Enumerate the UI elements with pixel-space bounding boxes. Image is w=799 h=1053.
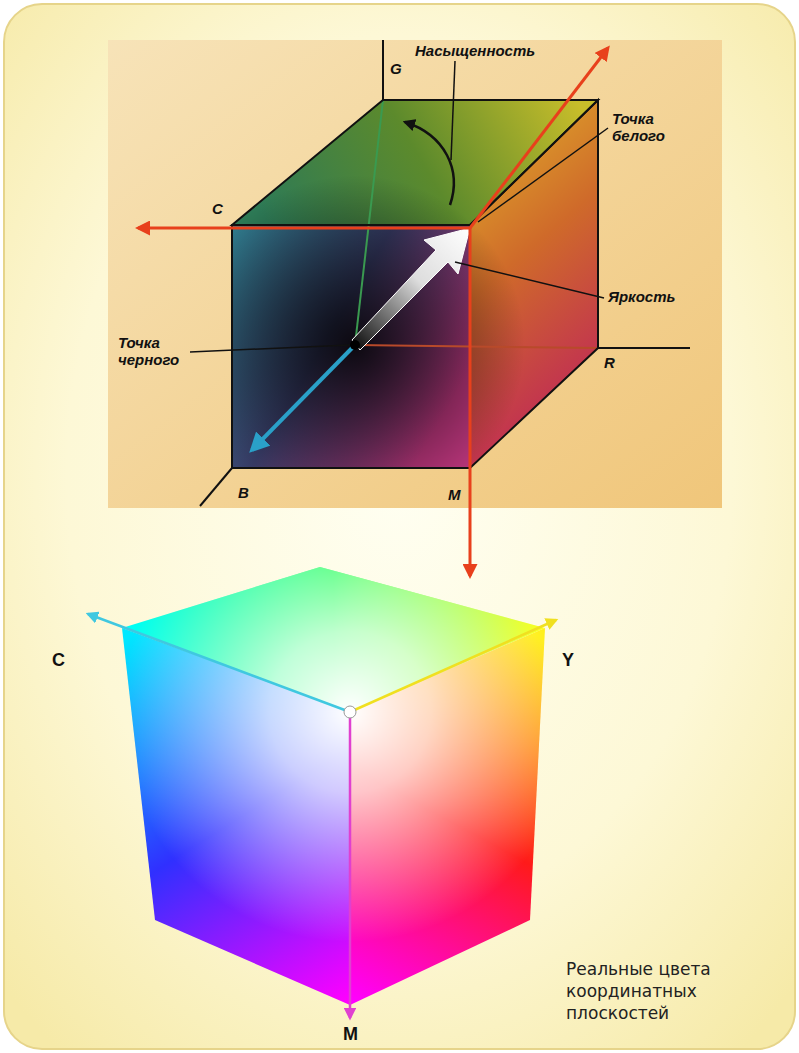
point-caption: Точка черного: [118, 334, 188, 369]
axis-letter: R: [604, 354, 615, 371]
point-caption: Точка белого: [612, 110, 674, 145]
axis-letter: Y: [562, 650, 574, 671]
axis-caption: Насыщенность: [415, 42, 535, 59]
axis-letter: C: [212, 200, 223, 217]
axis-letter: G: [390, 60, 402, 77]
axis-caption: Яркость: [608, 288, 675, 305]
axis-letter: M: [343, 1024, 358, 1045]
axis-letter: B: [238, 484, 249, 501]
axis-letter: M: [448, 486, 461, 503]
caption-note: Реальные цвета координатных плоскостей: [566, 958, 726, 1024]
axis-letter: C: [52, 650, 65, 671]
